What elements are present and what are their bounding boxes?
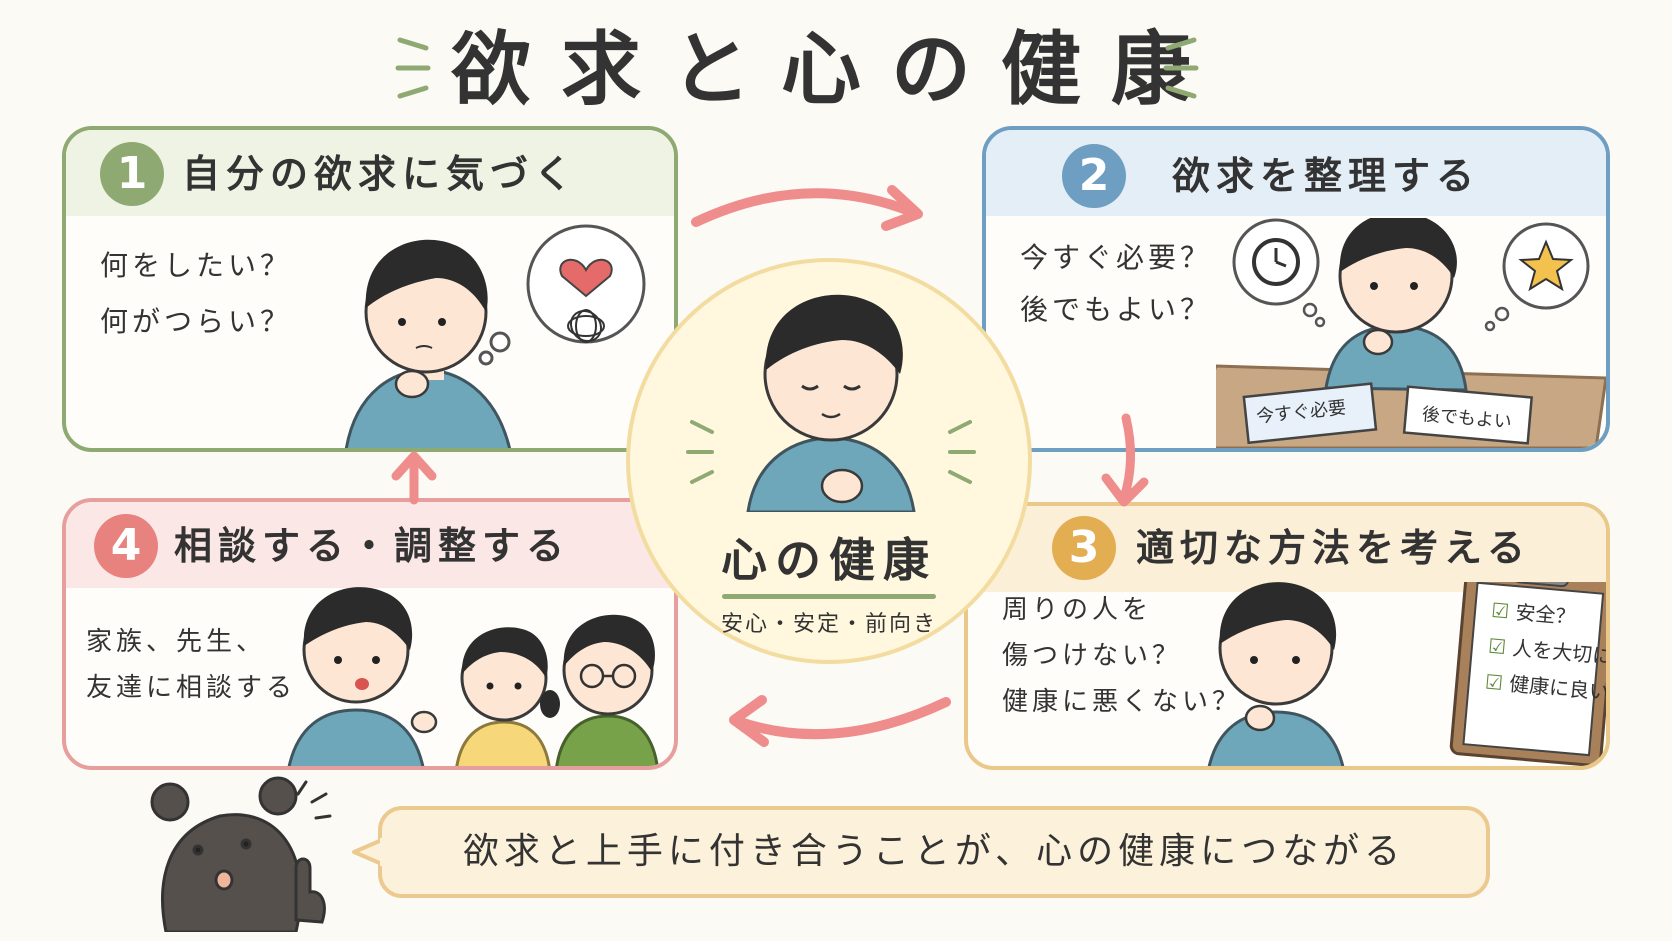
step-card-2: 2 欲求を整理する 今すぐ必要？ 後でもよい？ 今すぐ必要 後でもよい bbox=[982, 126, 1610, 452]
tangle-icon bbox=[567, 309, 605, 343]
step-badge-4: 4 bbox=[94, 514, 158, 578]
checklist: ☑ 安全？ ☑ 人を大切に？ ☑ 健康に良い？ bbox=[1484, 592, 1606, 712]
step-question: 周りの人を bbox=[1002, 595, 1153, 625]
step-question: 今すぐ必要？ bbox=[1020, 241, 1213, 274]
step-question: 何をしたい？ bbox=[100, 249, 293, 282]
checkmark-icon: ☑ bbox=[1484, 669, 1505, 696]
center-circle: 心の健康 安心・安定・前向き bbox=[626, 258, 1032, 664]
step-badge-2: 2 bbox=[1062, 144, 1126, 208]
step-card-4: 4 相談する・調整する 家族、先生、 友達に相談する bbox=[62, 498, 678, 770]
arrow-1-to-2 bbox=[691, 185, 923, 231]
step-question: 友達に相談する bbox=[86, 673, 297, 703]
step-title-4: 相談する・調整する bbox=[174, 524, 571, 568]
checkmark-icon: ☑ bbox=[1490, 597, 1511, 624]
sorting-boy-illustration bbox=[1216, 218, 1606, 448]
step-question: 後でもよい？ bbox=[1020, 293, 1213, 326]
speech-bubble-tail bbox=[352, 838, 386, 866]
clipboard-icon bbox=[1449, 582, 1606, 766]
thinking-boy-illustration bbox=[344, 224, 646, 448]
checkmark-icon: ☑ bbox=[1487, 633, 1508, 660]
title-deco-left bbox=[395, 37, 431, 99]
step-card-header bbox=[66, 502, 674, 588]
center-title: 心の健康 bbox=[721, 533, 937, 587]
consultation-illustration bbox=[287, 587, 659, 766]
paper-card-later bbox=[1402, 385, 1534, 445]
star-icon bbox=[1518, 239, 1574, 292]
step-question: 傷つけない？ bbox=[1002, 641, 1183, 671]
step-title-3: 適切な方法を考える bbox=[1136, 526, 1531, 570]
page-title: 欲求と心の健康 bbox=[451, 23, 1221, 116]
key-message: 欲求と上手に付き合うことが、心の健康につながる bbox=[462, 831, 1406, 872]
arrow-2-to-3 bbox=[1101, 413, 1149, 507]
clock-icon bbox=[1252, 238, 1300, 286]
step-badge-1: 1 bbox=[100, 142, 164, 206]
thought-bubble bbox=[478, 224, 646, 366]
step-question: 何がつらい？ bbox=[100, 305, 293, 338]
center-subtitle: 安心・安定・前向き bbox=[720, 612, 937, 637]
paper-card-now bbox=[1242, 382, 1378, 445]
step-card-header bbox=[66, 130, 674, 216]
arrow-3-to-4 bbox=[729, 695, 951, 747]
title-deco-right bbox=[1163, 37, 1199, 99]
step-question: 健康に悪くない？ bbox=[1002, 687, 1243, 717]
step-card-1: 1 自分の欲求に気づく 何をしたい？ 何がつらい？ bbox=[62, 126, 678, 452]
step-title-1: 自分の欲求に気づく bbox=[182, 152, 579, 196]
considering-boy-illustration bbox=[1207, 582, 1606, 766]
calm-boy-illustration bbox=[686, 294, 976, 512]
arrow-4-to-1 bbox=[391, 451, 437, 505]
step-title-2: 欲求を整理する bbox=[1172, 154, 1481, 198]
key-message-bubble: 欲求と上手に付き合うことが、心の健康につながる bbox=[378, 806, 1490, 898]
step-question: 家族、先生、 bbox=[86, 627, 267, 657]
step-badge-3: 3 bbox=[1052, 516, 1116, 580]
center-underline bbox=[722, 594, 936, 599]
step-card-3: 3 適切な方法を考える 周りの人を 傷つけない？ 健康に悪くない？ ☑ 安全？ … bbox=[964, 502, 1610, 770]
bear-icon bbox=[150, 776, 332, 932]
heart-icon bbox=[559, 258, 613, 298]
